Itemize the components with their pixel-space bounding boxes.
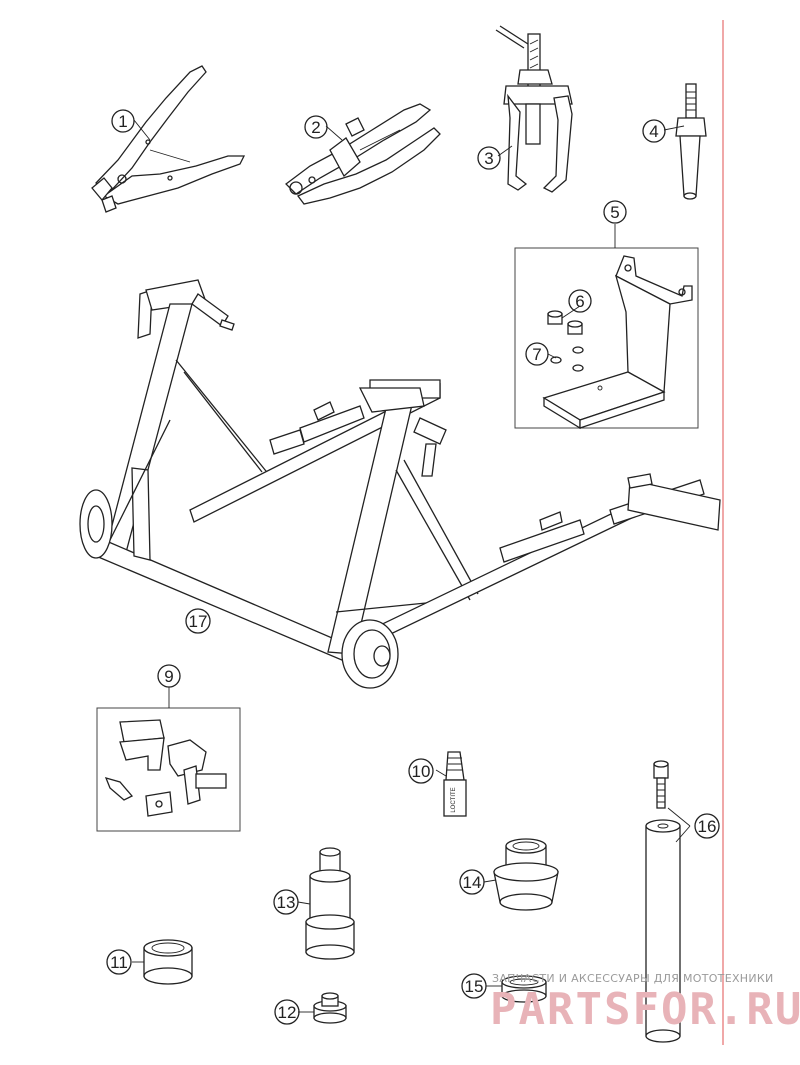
bar-tool-16 (645, 760, 681, 1043)
installer-14 (493, 838, 559, 911)
chain-tool-9 (104, 719, 227, 817)
watermark-logo: PARTSFOR.RU (490, 984, 800, 1035)
drift-13 (305, 847, 355, 960)
callout-17: 17 (185, 608, 211, 634)
callout-5-label: 5 (610, 203, 619, 222)
callout-1: 1 (111, 109, 135, 133)
callout-12-label: 12 (278, 1003, 297, 1022)
callout-11-label: 11 (110, 953, 128, 972)
callout-13: 13 (273, 889, 299, 915)
callout-9-label: 9 (164, 667, 173, 686)
callout-6: 6 (568, 289, 592, 313)
bearing-puller-3 (495, 25, 573, 193)
callout-15: 15 (461, 973, 487, 999)
chain-tool-frame (96, 707, 241, 832)
callout-13-label: 13 (277, 893, 296, 912)
callout-4: 4 (642, 119, 666, 143)
callout-14: 14 (459, 869, 485, 895)
callout-leaders (132, 119, 691, 1013)
callout-12: 12 (274, 999, 300, 1025)
ring-15 (501, 975, 547, 1003)
callout-10-label: 10 (412, 762, 431, 781)
loctite-tube-10: LOCTITE (443, 751, 467, 817)
slide-hammer-4 (675, 83, 707, 200)
callout-16-label: 16 (698, 817, 717, 836)
hose-clamp-pliers-2 (285, 103, 441, 205)
callout-11: 11 (106, 949, 132, 975)
callout-16: 16 (694, 813, 720, 839)
callout-7-label: 7 (532, 345, 541, 364)
callout-10: 10 (408, 758, 434, 784)
callout-2-label: 2 (311, 118, 320, 137)
callouts: 1 2 3 4 5 6 7 9 10 11 12 13 14 15 16 17 (106, 109, 720, 1025)
engine-holder-frame (514, 247, 699, 429)
callout-4-label: 4 (649, 122, 658, 141)
bolts-6 (547, 310, 583, 335)
callout-7: 7 (525, 342, 549, 366)
callout-9: 9 (157, 664, 181, 688)
cap-12 (313, 992, 347, 1024)
callout-15-label: 15 (465, 977, 484, 996)
callout-1-label: 1 (118, 112, 127, 131)
callout-5: 5 (603, 200, 627, 224)
circlip-pliers-1 (91, 65, 246, 213)
engine-holder-5 (542, 255, 693, 430)
callout-2: 2 (304, 115, 328, 139)
watermark-tagline: ЗАПЧАСТИ И АКСЕССУАРЫ ДЛЯ МОТОТЕХНИКИ (492, 972, 774, 985)
callout-3: 3 (477, 146, 501, 170)
nuts-7 (550, 346, 584, 372)
callout-3-label: 3 (484, 149, 493, 168)
callout-6-label: 6 (575, 292, 584, 311)
watermark: ЗАПЧАСТИ И АКСЕССУАРЫ ДЛЯ МОТОТЕХНИКИ PA… (490, 972, 800, 1035)
callout-17-label: 17 (189, 612, 208, 631)
sleeve-11 (143, 939, 193, 985)
lift-stand-17 (79, 279, 721, 689)
callout-14-label: 14 (463, 873, 482, 892)
svg-text:LOCTITE: LOCTITE (451, 787, 457, 812)
